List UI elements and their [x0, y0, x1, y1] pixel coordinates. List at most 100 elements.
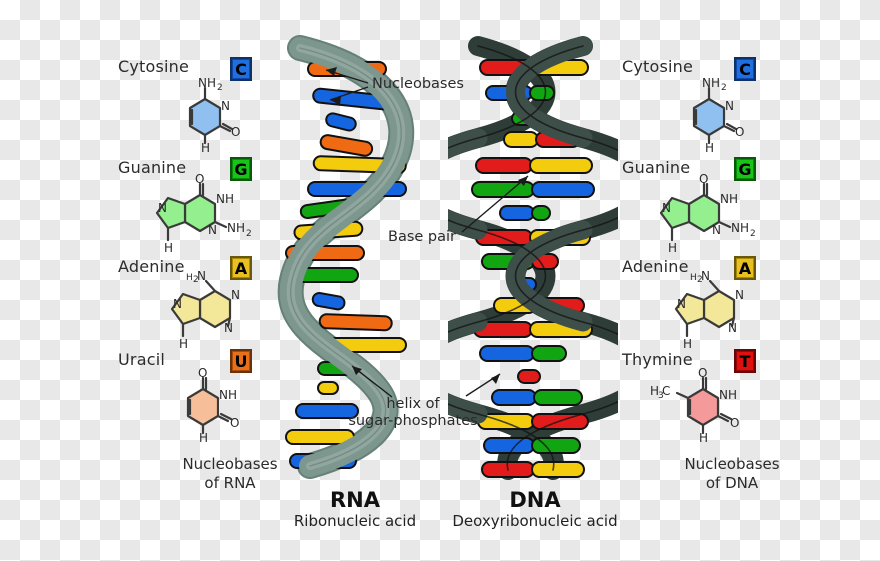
svg-text:2: 2: [721, 83, 727, 93]
caption-line-1: Nucleobases: [182, 455, 278, 473]
svg-text:NH: NH: [720, 192, 738, 206]
svg-text:H: H: [201, 141, 210, 155]
caption-line-2: of DNA: [705, 473, 759, 492]
badge-letter: C: [739, 59, 751, 79]
base-label-cytosine-rna: Cytosine: [118, 57, 189, 76]
base-badge-g-rna[interactable]: G: [230, 157, 252, 181]
base-name-text: Thymine: [622, 350, 693, 369]
svg-text:O: O: [195, 172, 204, 186]
badge-letter: U: [234, 351, 248, 371]
svg-text:N: N: [725, 99, 734, 113]
svg-text:H: H: [179, 337, 188, 351]
svg-text:N: N: [221, 99, 230, 113]
base-label-thymine-dna: Thymine: [622, 350, 693, 369]
svg-text:H: H: [690, 273, 697, 283]
base-name-text: Adenine: [622, 257, 689, 276]
svg-text:NH: NH: [227, 221, 245, 235]
svg-text:O: O: [231, 125, 240, 139]
base-label-cytosine-dna: Cytosine: [622, 57, 693, 76]
rna-title-block: RNA Ribonucleic acid: [265, 488, 445, 530]
base-badge-a-dna[interactable]: A: [734, 256, 756, 280]
base-name-text: Cytosine: [622, 57, 694, 76]
svg-text:O: O: [698, 368, 707, 380]
svg-text:NH: NH: [731, 221, 749, 235]
base-name-text: Uracil: [118, 350, 165, 369]
svg-text:H: H: [650, 384, 659, 398]
rna-title: RNA: [330, 488, 380, 512]
svg-text:N: N: [224, 321, 233, 335]
rna-helix-diagram: [270, 30, 440, 490]
svg-text:N: N: [197, 269, 206, 283]
callout-nucleobases: Nucleobases: [372, 76, 464, 93]
svg-text:H: H: [164, 241, 173, 255]
svg-text:2: 2: [246, 229, 252, 239]
base-badge-c-rna[interactable]: C: [230, 57, 252, 81]
badge-letter: G: [234, 159, 248, 179]
svg-text:H: H: [699, 431, 708, 445]
svg-text:NH: NH: [702, 78, 720, 90]
svg-text:H: H: [199, 431, 208, 445]
svg-text:NH: NH: [219, 388, 237, 402]
svg-text:N: N: [735, 288, 744, 302]
base-label-adenine-rna: Adenine: [118, 257, 185, 276]
badge-letter: C: [235, 59, 247, 79]
base-name-text: Cytosine: [118, 57, 190, 76]
rna-subtitle: Ribonucleic acid: [293, 512, 417, 530]
badge-letter: T: [739, 351, 751, 371]
base-name-text: Guanine: [118, 158, 187, 177]
svg-text:O: O: [699, 172, 708, 186]
base-badge-t-dna[interactable]: T: [734, 349, 756, 373]
svg-text:N: N: [158, 201, 167, 215]
dna-helix-diagram: [448, 30, 618, 490]
badge-letter: A: [738, 258, 752, 278]
svg-text:O: O: [230, 416, 239, 430]
badge-letter: G: [738, 159, 752, 179]
caption-line-1: Nucleobases: [684, 455, 780, 473]
dna-title: DNA: [509, 488, 561, 512]
svg-text:NH: NH: [216, 192, 234, 206]
base-name-text: Adenine: [118, 257, 185, 276]
svg-text:NH: NH: [198, 78, 216, 90]
svg-text:N: N: [712, 223, 721, 237]
svg-text:N: N: [173, 297, 182, 311]
badge-letter: A: [234, 258, 248, 278]
svg-text:N: N: [662, 201, 671, 215]
molecule-uracil-rna: O NH O H: [158, 368, 253, 448]
base-label-guanine-dna: Guanine: [622, 158, 690, 177]
base-badge-a-rna[interactable]: A: [230, 256, 252, 280]
svg-text:O: O: [735, 125, 744, 139]
svg-text:3: 3: [658, 391, 664, 401]
base-name-text: Guanine: [622, 158, 691, 177]
svg-text:N: N: [701, 269, 710, 283]
dna-subtitle: Deoxyribonucleic acid: [452, 512, 618, 530]
dna-title-block: DNA Deoxyribonucleic acid: [445, 488, 625, 530]
svg-text:N: N: [231, 288, 240, 302]
svg-text:H: H: [683, 337, 692, 351]
caption-line-2: of RNA: [204, 473, 256, 492]
svg-text:O: O: [198, 368, 207, 380]
caption-nucleobases-of-rna: Nucleobases of RNA: [150, 455, 310, 493]
callout-base-pair: Base pair: [388, 229, 456, 246]
svg-text:H: H: [186, 273, 193, 283]
svg-text:N: N: [728, 321, 737, 335]
callout-nucleobases-text: Nucleobases: [372, 76, 464, 92]
svg-text:2: 2: [217, 83, 223, 93]
base-label-guanine-rna: Guanine: [118, 158, 186, 177]
base-badge-u-rna[interactable]: U: [230, 349, 252, 373]
callout-helix-line-2: sugar-phosphates: [348, 412, 478, 429]
svg-text:N: N: [208, 223, 217, 237]
base-badge-c-dna[interactable]: C: [734, 57, 756, 81]
callout-base-pair-text: Base pair: [388, 229, 456, 245]
caption-nucleobases-of-dna: Nucleobases of DNA: [652, 455, 812, 493]
base-label-adenine-dna: Adenine: [622, 257, 689, 276]
base-badge-g-dna[interactable]: G: [734, 157, 756, 181]
svg-text:H: H: [668, 241, 677, 255]
